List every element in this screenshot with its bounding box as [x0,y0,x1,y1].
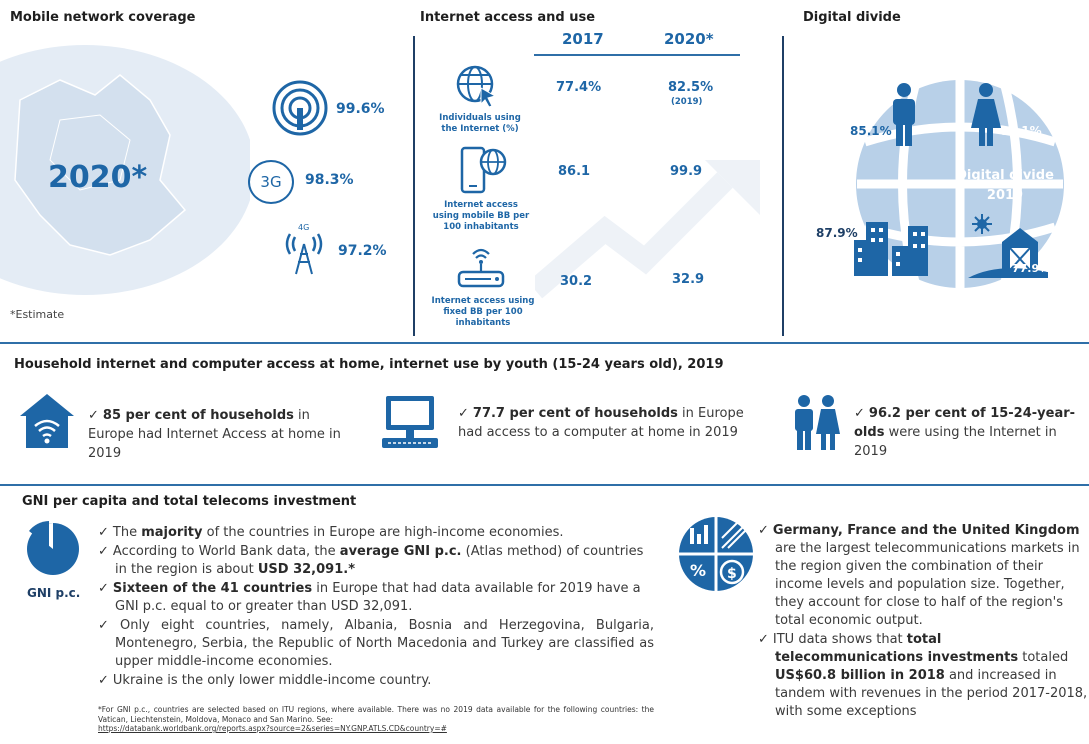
section-rule-bottom [0,484,1089,486]
mobile-globe-icon [460,146,507,194]
coverage-signal-value: 99.6% [336,101,385,117]
section-divider [413,36,415,336]
gni-bullet-list: ✓The majority of the countries in Europe… [98,524,654,691]
household-computer-text: ✓77.7 per cent of households in Europe h… [458,406,744,440]
divide-center-label: Digital divide 2019 [956,168,1054,203]
gni-footnote: *For GNI p.c., countries are selected ba… [98,705,654,733]
telecom-bullet-list: ✓Germany, France and the United Kingdom … [758,522,1088,722]
gni-bullet: ✓The majority of the countries in Europe… [98,525,564,540]
rural-value: 77.9% [1012,262,1051,275]
svg-text:%: % [690,561,706,580]
check-icon: ✓ [88,408,99,423]
col-2017: 2017 [562,30,604,48]
section-rule-top [0,342,1089,344]
male-value: 85.1% [850,124,892,138]
mobile-bb-2017: 86.1 [558,164,591,179]
3g-icon: 3G [248,160,294,204]
household-youth-text: ✓96.2 per cent of 15-24-year-olds were u… [854,406,1076,459]
male-icon [893,83,915,146]
gni-section-title: GNI per capita and total telecoms invest… [22,494,357,509]
fixed-bb-2017: 30.2 [560,274,593,289]
female-icon [971,83,1001,146]
gni-bullet: ✓According to World Bank data, the avera… [98,544,644,577]
pie-icon [27,521,79,575]
signal-icon [272,80,328,136]
check-icon: ✓ [458,406,469,421]
mobile-bb-2020: 99.9 [670,164,703,179]
footnote-link[interactable]: https://databank.worldbank.org/reports.a… [98,724,447,733]
internet-section-title: Internet access and use [420,10,596,25]
divide-section-title: Digital divide [803,10,901,25]
estimate-note: *Estimate [10,308,65,321]
4g-tower-icon: 4G [285,223,323,275]
gni-bullet: ✓Only eight countries, namely, Albania, … [98,618,654,669]
house-wifi-icon [20,394,74,448]
telecom-bullet: ✓ITU data shows that total telecommunica… [758,632,1088,719]
svg-text:4G: 4G [298,223,309,232]
globe-cursor-icon [456,65,497,108]
section-divider-right [782,36,784,336]
gni-icon-label: GNI p.c. [27,586,81,600]
svg-text:$: $ [727,566,737,582]
router-icon [457,248,505,288]
row-label-mobile-bb: Internet access using mobile BB per 100 … [432,200,530,232]
rural-barn-icon [968,214,1048,278]
mobile-section-title: Mobile network coverage [10,10,196,25]
gni-bullet: ✓Sixteen of the 41 countries in Europe t… [98,581,641,614]
coverage-3g-value: 98.3% [305,172,354,188]
fixed-bb-2020: 32.9 [672,272,705,287]
household-section-title: Household internet and computer access a… [14,357,724,372]
computer-icon [382,396,438,448]
telecom-bullet: ✓Germany, France and the United Kingdom … [758,523,1080,628]
urban-buildings-icon [854,222,928,276]
row-label-fixed-bb: Internet access using fixed BB per 100 i… [431,296,535,328]
europe-map-illustration [0,45,250,295]
individuals-2020: 82.5% [668,80,714,95]
household-internet-text: ✓85 per cent of households in Europe had… [88,408,341,461]
urban-value: 87.9% [816,226,858,240]
table-header-rule [534,54,740,56]
row-label-individuals: Individuals using the Internet (%) [439,113,521,134]
check-icon: ✓ [854,406,865,421]
background-arrow-illustration [535,160,760,299]
telecom-revenue-icon: % $ [679,517,753,591]
female-value: 80.1% [1000,124,1042,138]
gni-bullet: ✓Ukraine is the only lower middle-income… [98,673,432,688]
individuals-2017: 77.4% [556,80,602,95]
individuals-2020-note: (2019) [671,97,703,107]
mobile-year: 2020* [48,160,148,195]
youth-icon [795,395,840,450]
col-2020: 2020* [664,30,714,48]
coverage-4g-value: 97.2% [338,243,387,259]
